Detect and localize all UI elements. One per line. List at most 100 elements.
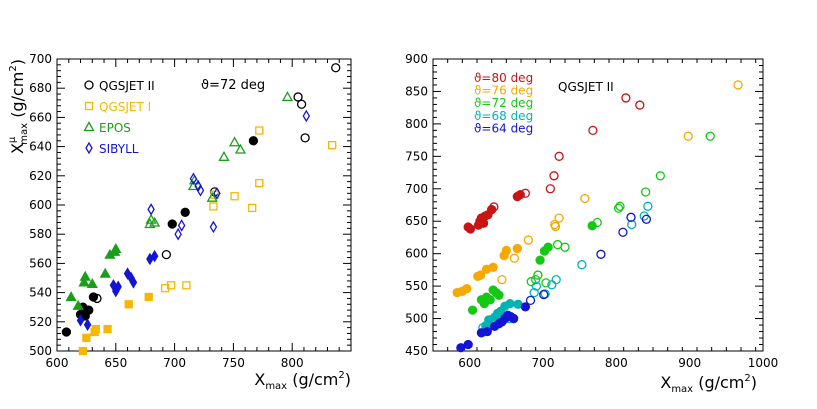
y-axis-label-unit-sup: 2 (8, 65, 19, 71)
data-point (627, 219, 637, 230)
data-point (560, 242, 570, 252)
data-point (655, 171, 665, 181)
series-72-deg (467, 131, 715, 315)
data-point (505, 298, 515, 309)
legend-label: QGSJET I (99, 100, 151, 114)
data-point (188, 174, 201, 185)
data-point (643, 201, 653, 211)
data-point (213, 187, 221, 200)
data-point (577, 260, 587, 270)
data-point (328, 140, 337, 150)
data-point (488, 262, 498, 272)
y-axis-label-sub: max (19, 123, 30, 145)
y-tick-label: 800 (405, 117, 428, 131)
data-point (550, 221, 561, 232)
legend-marker (84, 101, 94, 111)
data-point (641, 187, 651, 197)
data-point (554, 151, 564, 161)
data-point (535, 255, 545, 265)
data-point (255, 178, 264, 188)
x-tick-label: 600 (46, 356, 69, 370)
data-point (485, 295, 495, 305)
x-tick-label: 600 (458, 356, 481, 370)
x-tick-label: 800 (281, 356, 304, 370)
data-point (91, 324, 100, 334)
x-axis-label-main: X (660, 373, 671, 392)
data-point (293, 92, 303, 102)
data-point (456, 343, 466, 353)
data-point (621, 93, 631, 103)
data-point (103, 324, 112, 334)
series-epos (65, 91, 294, 310)
data-point (166, 281, 176, 290)
y-tick-label: 850 (405, 84, 428, 98)
data-point (520, 302, 531, 312)
y-tick-label: 700 (29, 52, 52, 66)
data-point (554, 213, 564, 223)
data-point (539, 289, 549, 300)
data-point (234, 143, 247, 154)
y-tick-label: 550 (405, 279, 428, 293)
legend-marker (84, 80, 94, 90)
data-point (613, 203, 624, 213)
data-point (76, 314, 85, 327)
data-point (529, 287, 539, 298)
data-point (296, 99, 307, 109)
legend-label: SIBYLL (99, 142, 139, 156)
data-point (83, 318, 92, 331)
x-tick-label: 800 (605, 356, 628, 370)
data-point (533, 270, 543, 280)
data-point (580, 193, 590, 204)
data-point (150, 249, 159, 263)
y-axis-label-unit-close: ) (8, 59, 27, 65)
x-axis-label-main: X (254, 370, 265, 389)
x-axis-label-unit: (g/cm (287, 370, 338, 389)
y-tick-label: 520 (29, 315, 52, 329)
y-tick-label: 680 (29, 81, 52, 95)
data-point (497, 274, 507, 285)
legend-label: ϑ=68 deg (474, 109, 533, 123)
data-point (489, 202, 499, 212)
data-point (161, 249, 172, 260)
legend-marker (83, 121, 95, 132)
data-point (465, 224, 476, 234)
data-point (467, 305, 478, 315)
data-point (182, 281, 191, 290)
y-tick-label: 750 (405, 149, 428, 163)
data-point (592, 217, 602, 228)
y-tick-label: 600 (405, 247, 428, 261)
data-point (523, 235, 533, 245)
data-point (543, 242, 553, 252)
y-tick-label: 540 (29, 286, 52, 300)
data-point (626, 212, 636, 222)
y-tick-label: 640 (29, 140, 52, 154)
data-point (174, 227, 182, 241)
data-point (531, 274, 541, 285)
series-76-deg (452, 80, 743, 298)
x-axis-label-unit-close: ) (345, 370, 351, 389)
data-point (228, 136, 241, 147)
series-64-deg (456, 212, 652, 353)
data-point (177, 219, 186, 232)
data-point (65, 291, 77, 302)
data-point (596, 249, 606, 259)
data-point (218, 150, 230, 161)
data-point (463, 339, 473, 350)
legend-label: ϑ=64 deg (474, 121, 533, 135)
data-point (482, 326, 492, 337)
x-axis-label-unit-sup: 2 (338, 370, 344, 381)
data-point (641, 214, 652, 224)
x-axis-label: Xmax (g/cm2) (254, 370, 351, 392)
legend-label: QGSJET II (99, 79, 155, 93)
legend-label: ϑ=76 deg (474, 84, 533, 98)
y-tick-label: 660 (29, 110, 52, 124)
x-tick-label: 900 (678, 356, 701, 370)
data-point (545, 184, 555, 194)
data-point (209, 202, 218, 211)
y-tick-label: 900 (405, 52, 428, 66)
y-tick-label: 500 (29, 344, 52, 358)
